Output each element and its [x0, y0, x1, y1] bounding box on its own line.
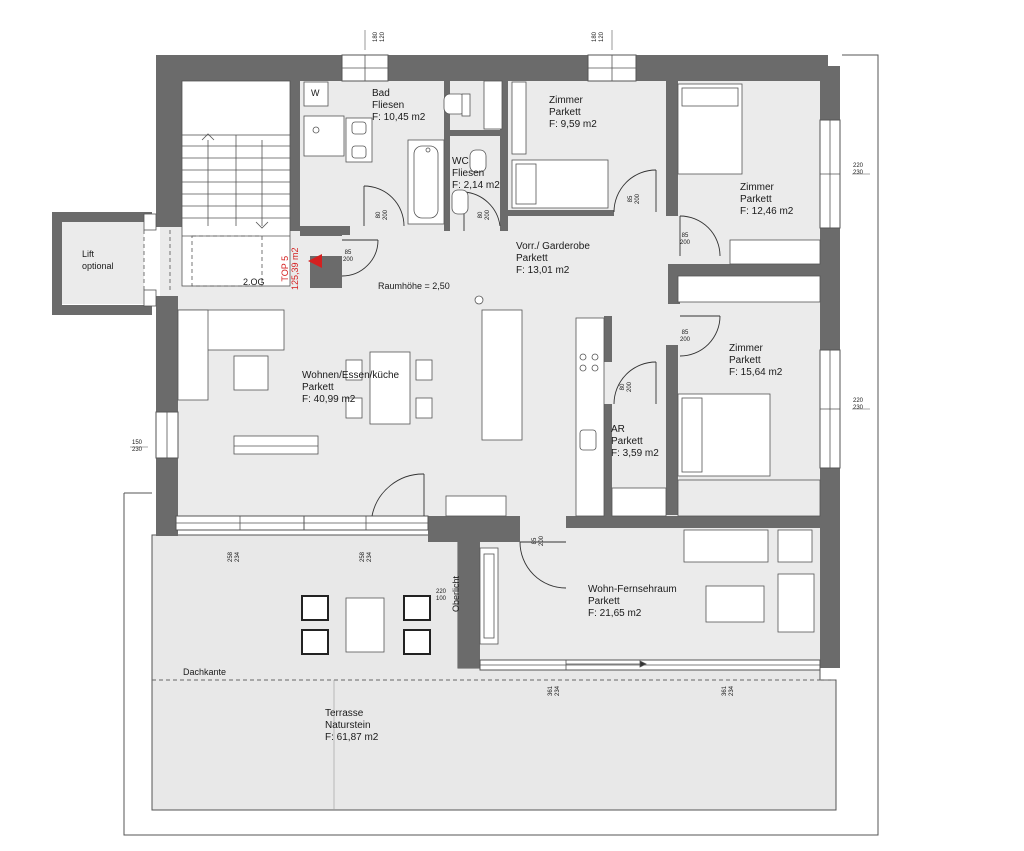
washer-label: W	[311, 88, 320, 98]
window-mullions	[166, 55, 840, 670]
walls	[52, 55, 840, 668]
floor-level-label: 2.OG	[243, 277, 265, 287]
dachkante-label: Dachkante	[183, 667, 227, 677]
dimension-lines	[130, 30, 870, 448]
bath-fixtures	[303, 80, 503, 225]
site-outline	[123, 54, 879, 836]
staircase	[181, 80, 291, 287]
oberlicht-label: Oberlicht	[451, 575, 461, 612]
room-height-label: Raumhöhe = 2,50	[378, 281, 450, 291]
furniture	[177, 81, 821, 655]
doors	[308, 169, 721, 589]
lift-shaft	[143, 213, 171, 307]
